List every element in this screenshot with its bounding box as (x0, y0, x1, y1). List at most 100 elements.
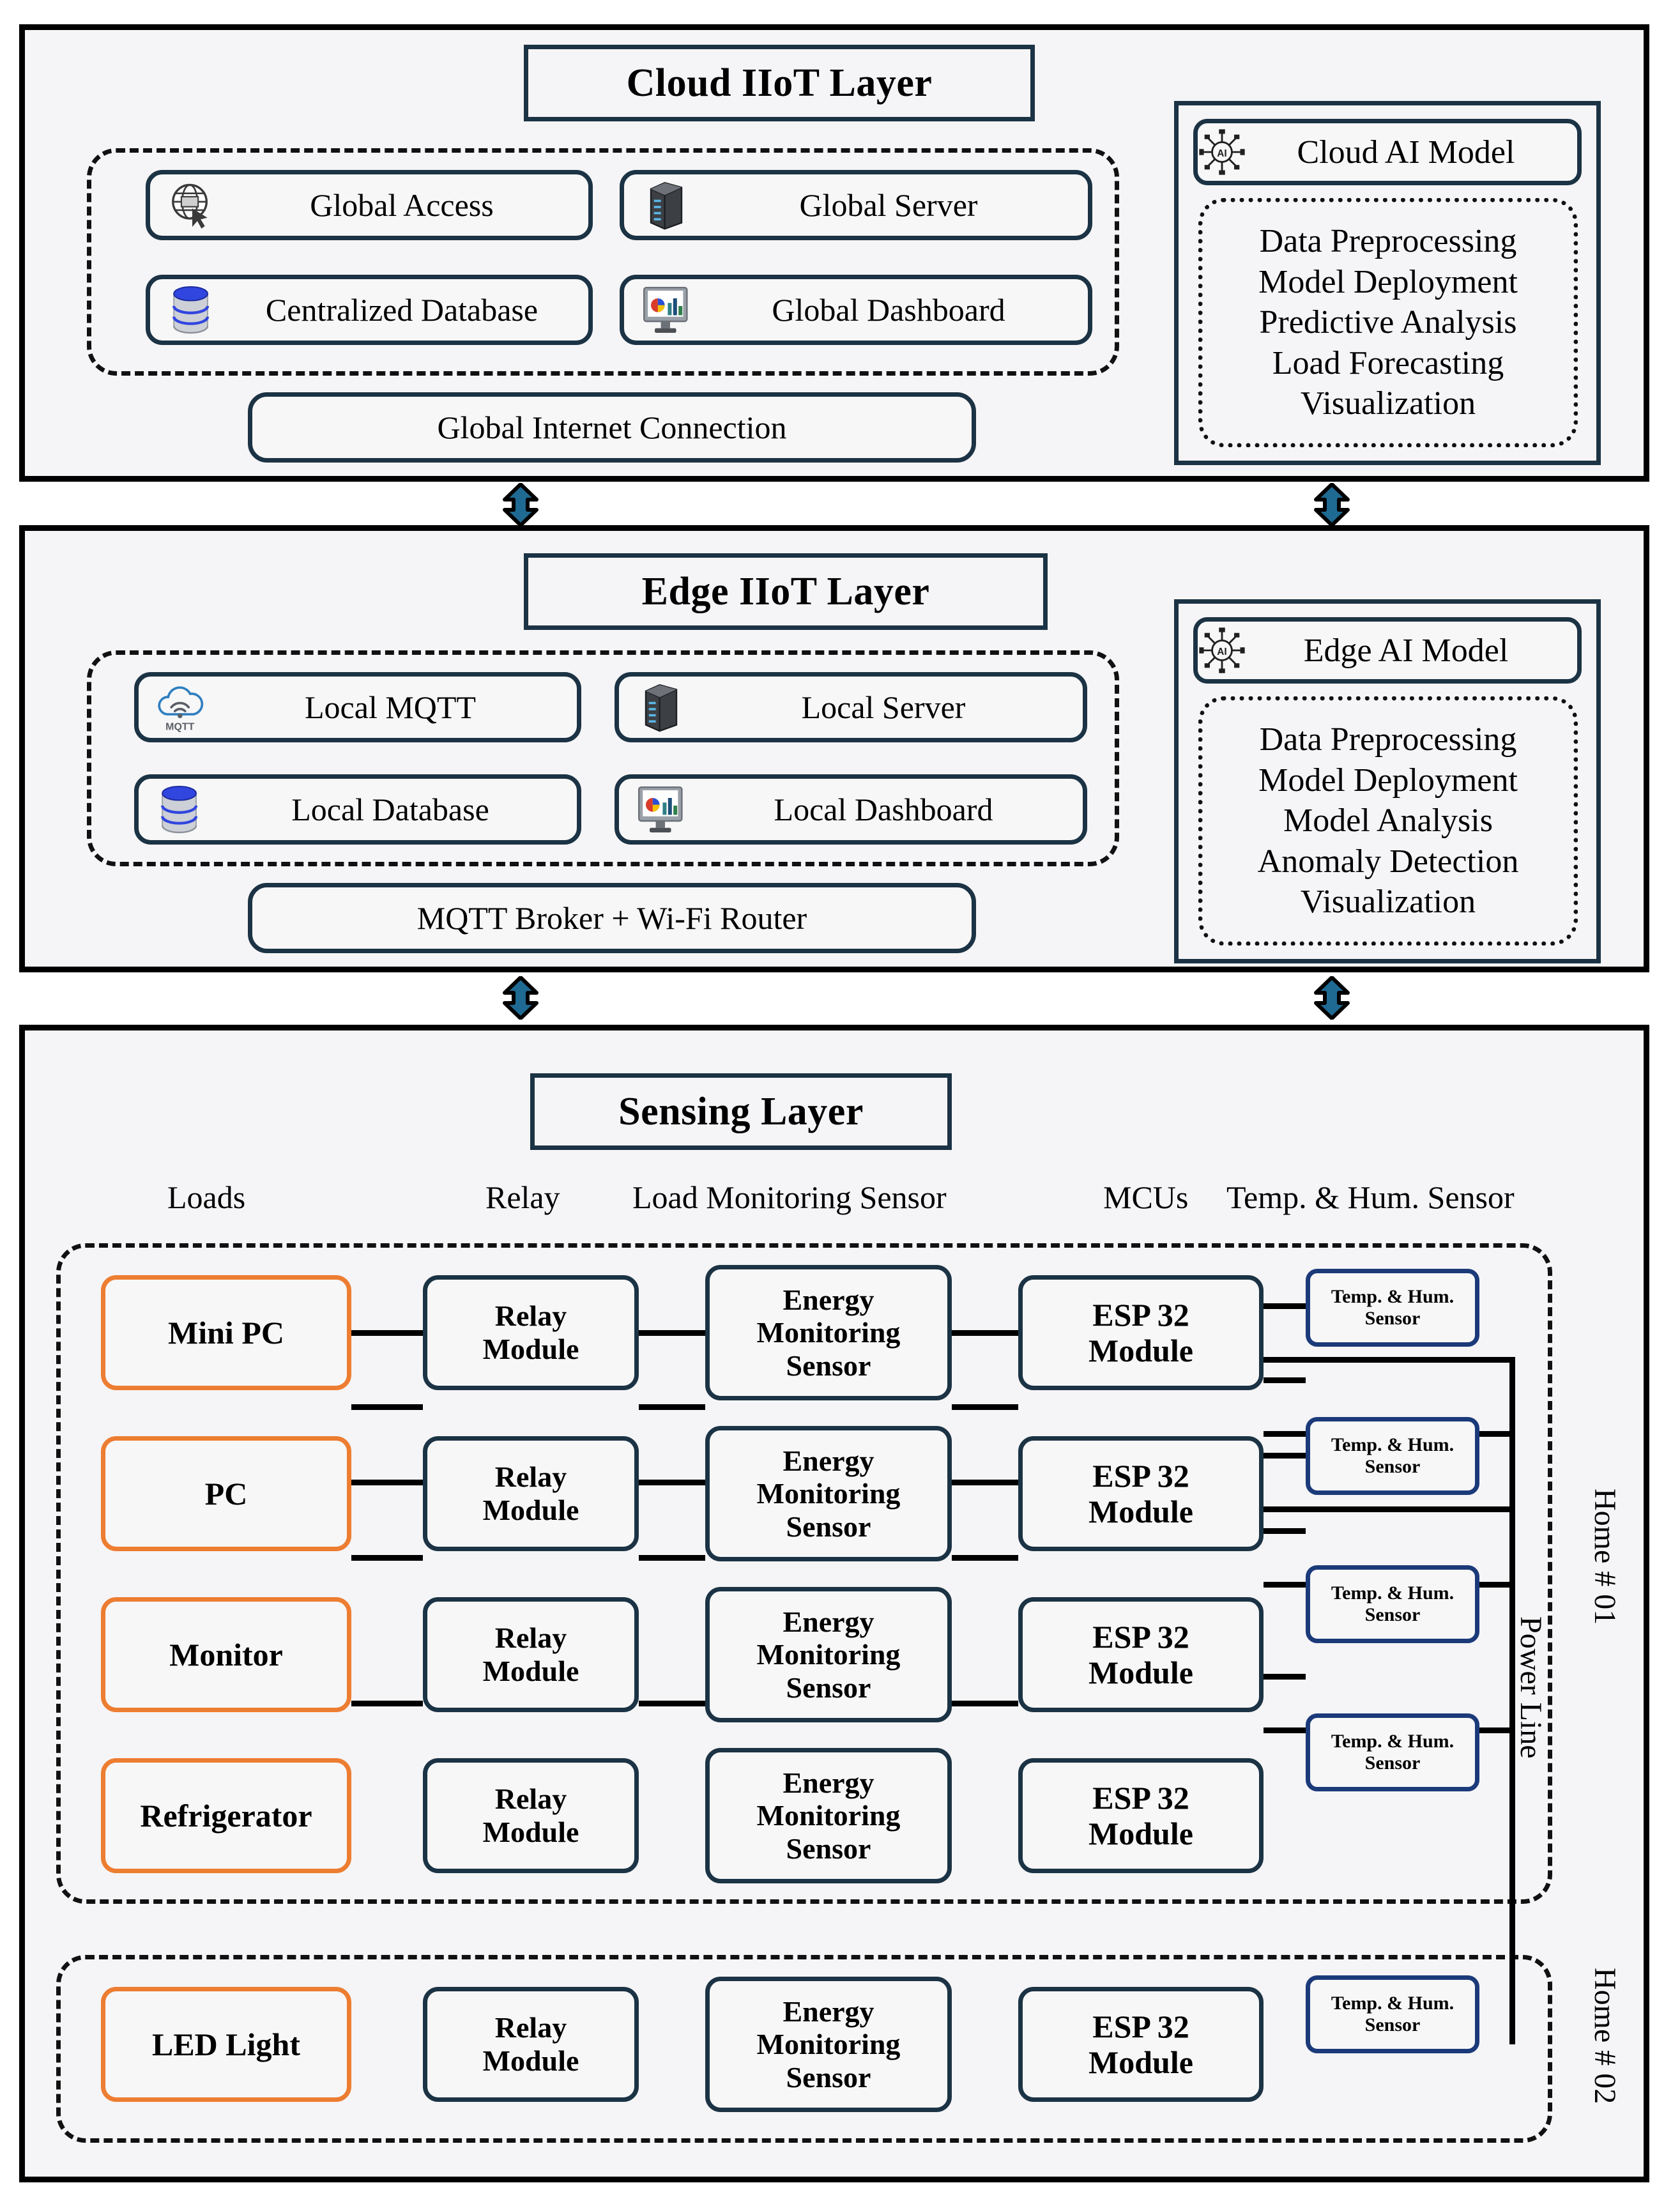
wire-mcu-th (1264, 1377, 1306, 1383)
cloud-ai-feature-list: Data Preprocessing Model Deployment Pred… (1198, 198, 1578, 447)
wire-mcu-powerline (1264, 1506, 1515, 1512)
edge-item-label: Local Database (291, 792, 489, 827)
wire-energy-mcu (952, 1330, 1018, 1336)
column-head-lms: Load Monitoring Sensor (632, 1179, 947, 1215)
wire-mcu-powerline (1264, 1357, 1515, 1363)
edge-ai-feature: Data Preprocessing (1259, 721, 1517, 758)
load-label: LED Light (151, 2026, 300, 2062)
edge-item-local-dashboard[interactable]: Local Dashboard (615, 774, 1087, 845)
load-box[interactable]: Refrigerator (101, 1758, 351, 1873)
globe-cursor-icon (162, 174, 223, 236)
edge-ai-feature: Model Deployment (1258, 762, 1518, 799)
cloud-item-global-server[interactable]: Global Server (620, 170, 1092, 240)
edge-services-group (87, 650, 1119, 866)
arrow-cloud-edge-right (1303, 482, 1361, 527)
load-box[interactable]: PC (101, 1436, 351, 1551)
cloud-ai-model-header[interactable]: AI Cloud AI Model (1193, 119, 1582, 185)
temp-hum-sensor-box[interactable]: Temp. & Hum.Sensor (1306, 1269, 1479, 1347)
wire-relay-energy (639, 1480, 705, 1485)
edge-item-local-server[interactable]: Local Server (615, 672, 1087, 742)
global-internet-connection[interactable]: Global Internet Connection (248, 392, 976, 463)
database-icon (150, 779, 211, 840)
wire-mcu-th (1264, 1528, 1306, 1534)
cloud-item-label: Global Dashboard (772, 292, 1005, 328)
load-box[interactable]: LED Light (101, 1987, 351, 2102)
database-icon (162, 279, 223, 341)
cloud-ai-model-title: Cloud AI Model (1297, 134, 1515, 171)
cloud-item-global-dashboard[interactable]: Global Dashboard (620, 275, 1092, 345)
temp-hum-sensor-label: Temp. & Hum.Sensor (1331, 1993, 1455, 2035)
home-01-label: Home # 01 (1588, 1489, 1622, 1625)
arrow-cloud-edge-left (492, 482, 549, 527)
svg-text:MQTT: MQTT (165, 722, 194, 733)
cloud-item-global-access[interactable]: Global Access (146, 170, 593, 240)
cloud-ai-feature: Load Forecasting (1272, 344, 1504, 381)
edge-ai-feature-list: Data Preprocessing Model Deployment Mode… (1198, 696, 1578, 946)
cloud-services-group (87, 148, 1119, 376)
edge-ai-feature: Visualization (1300, 884, 1476, 921)
sensing-layer-title-text: Sensing Layer (618, 1089, 864, 1133)
edge-item-label: Local MQTT (305, 689, 476, 725)
edge-ai-model-header[interactable]: AI Edge AI Model (1193, 617, 1582, 684)
cloud-ai-feature: Model Deployment (1258, 263, 1518, 300)
load-label: Mini PC (168, 1315, 284, 1351)
wire-relay-energy (639, 1404, 705, 1410)
wire-relay-energy (639, 1330, 705, 1336)
column-head-loads: Loads (167, 1179, 246, 1215)
load-label: Monitor (169, 1637, 283, 1673)
temp-hum-sensor-box[interactable]: Temp. & Hum.Sensor (1306, 1565, 1479, 1643)
temp-hum-sensor-label: Temp. & Hum.Sensor (1331, 1731, 1455, 1773)
temp-hum-sensor-label: Temp. & Hum.Sensor (1331, 1582, 1455, 1625)
temp-hum-sensor-box[interactable]: Temp. & Hum.Sensor (1306, 1417, 1479, 1495)
home-01-group (56, 1243, 1552, 1904)
temp-hum-sensor-box[interactable]: Temp. & Hum.Sensor (1306, 1713, 1479, 1791)
column-head-mcus: MCUs (1103, 1179, 1189, 1215)
temp-hum-sensor-box[interactable]: Temp. & Hum.Sensor (1306, 1975, 1479, 2053)
load-box[interactable]: Mini PC (101, 1275, 351, 1390)
server-rack-icon (636, 174, 697, 236)
edge-ai-feature: Anomaly Detection (1257, 843, 1519, 880)
edge-item-local-mqtt[interactable]: MQTT Local MQTT (134, 672, 581, 742)
power-line-bus (1509, 1357, 1515, 2044)
load-box[interactable]: Monitor (101, 1597, 351, 1712)
cloud-layer-title-text: Cloud IIoT Layer (626, 61, 933, 105)
edge-layer-title: Edge IIoT Layer (524, 553, 1048, 630)
column-head-ths: Temp. & Hum. Sensor (1226, 1179, 1515, 1215)
mqtt-broker-wifi-router[interactable]: MQTT Broker + Wi-Fi Router (248, 883, 976, 953)
server-rack-icon (630, 677, 692, 738)
wire-mcu-th (1264, 1674, 1306, 1680)
sensing-layer-title: Sensing Layer (530, 1073, 952, 1150)
mqtt-broker-wifi-router-label: MQTT Broker + Wi-Fi Router (416, 900, 807, 936)
load-label: Refrigerator (140, 1798, 312, 1834)
ai-chip-icon: AI (1198, 128, 1246, 176)
wire-relay-energy (639, 1555, 705, 1561)
wire-load-relay (351, 1701, 423, 1706)
cloud-item-centralized-database[interactable]: Centralized Database (146, 275, 593, 345)
ai-chip-icon: AI (1198, 626, 1246, 675)
edge-item-local-database[interactable]: Local Database (134, 774, 581, 845)
